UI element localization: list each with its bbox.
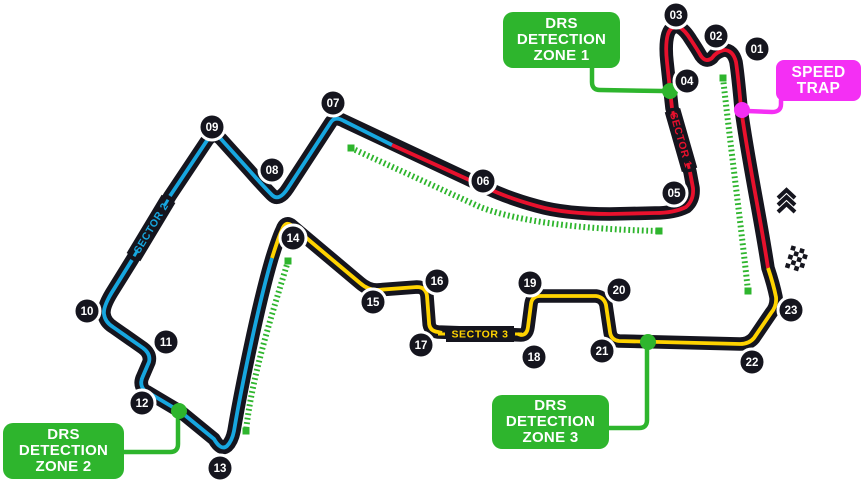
drs3-line3: ZONE 3 — [522, 429, 579, 446]
svg-text:12: 12 — [136, 398, 149, 410]
svg-text:08: 08 — [266, 165, 279, 177]
corner-marker-13: 13 — [205, 453, 235, 483]
corner-marker-19: 19 — [515, 268, 545, 298]
corner-marker-18: 18 — [519, 342, 549, 372]
checkered-flag-icon — [784, 245, 808, 272]
drs3-line2: DETECTION — [505, 413, 596, 430]
drs-zone-hatch-2 — [349, 145, 660, 234]
corner-marker-14: 14 — [278, 223, 308, 253]
svg-text:21: 21 — [596, 346, 609, 358]
speed-trap-point — [734, 102, 750, 118]
sector-1-label: SECTOR 1 — [664, 107, 698, 173]
corner-marker-21: 21 — [587, 336, 617, 366]
corner-marker-07: 07 — [318, 88, 348, 118]
svg-text:09: 09 — [206, 122, 219, 134]
drs2-line3: ZONE 2 — [35, 458, 92, 475]
svg-text:22: 22 — [746, 357, 759, 369]
corner-marker-03: 03 — [661, 0, 691, 30]
speed-trap-connector-line — [744, 97, 784, 115]
drs2-connector-line — [121, 415, 181, 455]
drs-zone-hatch-caps — [242, 74, 752, 435]
corner-marker-11: 11 — [151, 327, 181, 357]
svg-text:14: 14 — [287, 233, 300, 245]
up-chevrons-icon — [776, 187, 797, 214]
corner-marker-10: 10 — [72, 296, 102, 326]
corner-marker-16: 16 — [422, 266, 452, 296]
svg-text:23: 23 — [785, 305, 798, 317]
drs-detection-zone-1-label: DRS DETECTION ZONE 1 — [503, 12, 620, 68]
drs-detection-point-3 — [640, 334, 656, 350]
sector-2-label: SECTOR 2 — [126, 194, 176, 262]
svg-text:17: 17 — [415, 340, 428, 352]
drs2-line2: DETECTION — [18, 442, 109, 459]
drs-detection-zone-2-label: DRS DETECTION ZONE 2 — [3, 423, 124, 479]
corner-marker-23: 23 — [776, 295, 806, 325]
drs-zone-hatch-1 — [720, 77, 751, 292]
svg-text:20: 20 — [613, 285, 626, 297]
svg-text:16: 16 — [431, 276, 444, 288]
corner-marker-06: 06 — [468, 166, 498, 196]
svg-text:02: 02 — [710, 31, 723, 43]
svg-text:SECTOR 2: SECTOR 2 — [132, 201, 172, 256]
corner-marker-20: 20 — [604, 275, 634, 305]
svg-text:07: 07 — [327, 98, 340, 110]
svg-text:05: 05 — [668, 188, 681, 200]
svg-text:18: 18 — [528, 352, 541, 364]
speed-trap-label: SPEED TRAP — [776, 60, 861, 101]
corner-markers: 01 02 03 04 05 06 07 08 09 10 11 12 13 14 15 16 17 18 19 20… — [72, 0, 806, 483]
svg-text:10: 10 — [81, 306, 94, 318]
svg-text:SECTOR 3: SECTOR 3 — [451, 329, 508, 341]
corner-marker-08: 08 — [257, 155, 287, 185]
drs1-line1: DRS — [545, 15, 578, 32]
drs-detection-point-2 — [171, 403, 187, 419]
svg-text:19: 19 — [524, 278, 537, 290]
svg-text:03: 03 — [670, 10, 683, 22]
svg-text:13: 13 — [214, 463, 227, 475]
corner-marker-01: 01 — [742, 34, 772, 64]
drs1-line2: DETECTION — [516, 31, 607, 48]
drs1-line3: ZONE 1 — [533, 47, 590, 64]
corner-marker-12: 12 — [127, 388, 157, 418]
drs2-line1: DRS — [47, 426, 80, 443]
sector-3-label: SECTOR 3 — [438, 326, 522, 342]
corner-marker-22: 22 — [737, 347, 767, 377]
drs1-connector-line — [589, 65, 665, 94]
speed-trap-line1: SPEED — [791, 63, 846, 81]
svg-text:04: 04 — [681, 76, 694, 88]
drs3-line1: DRS — [534, 397, 567, 414]
corner-marker-09: 09 — [197, 112, 227, 142]
drs3-connector-line — [606, 346, 650, 431]
svg-text:SECTOR 1: SECTOR 1 — [667, 111, 694, 169]
svg-text:06: 06 — [477, 176, 490, 188]
corner-marker-17: 17 — [406, 330, 436, 360]
svg-text:01: 01 — [751, 44, 764, 56]
svg-text:15: 15 — [367, 297, 380, 309]
corner-marker-15: 15 — [358, 287, 388, 317]
corner-marker-04: 04 — [672, 66, 702, 96]
svg-text:11: 11 — [160, 337, 173, 349]
drs-detection-zone-3-label: DRS DETECTION ZONE 3 — [492, 395, 609, 449]
corner-marker-02: 02 — [701, 21, 731, 51]
corner-marker-05: 05 — [659, 178, 689, 208]
speed-trap-line2: TRAP — [796, 79, 841, 97]
